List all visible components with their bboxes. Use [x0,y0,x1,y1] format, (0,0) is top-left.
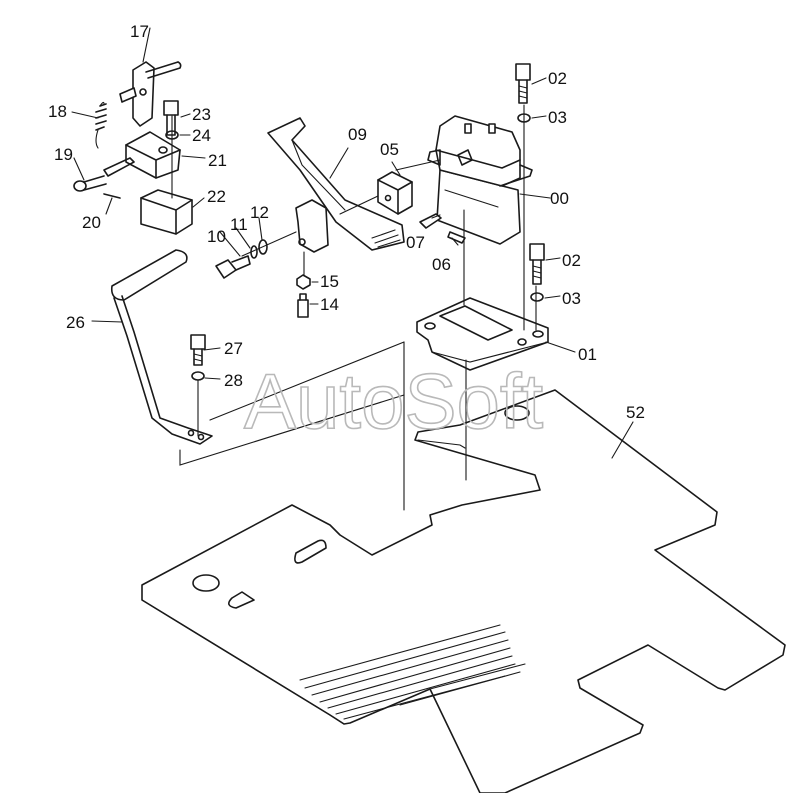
washer-03-lower [530,292,544,302]
label-28: 28 [224,371,243,390]
label-14: 14 [320,295,339,314]
label-01: 01 [578,345,597,364]
bolt-14 [297,293,309,318]
assembly-lines [71,27,634,511]
pin-06 [447,231,466,244]
label-27: 27 [224,339,243,358]
washer-28 [191,371,205,381]
watermark-text: AutoSoft [244,357,544,445]
label-09: 09 [348,125,367,144]
label-19: 19 [54,145,73,164]
bolt-02-lower [529,243,545,285]
brake-unit-00 [427,115,533,245]
label-10: 10 [207,227,226,246]
bolt-27 [190,334,206,366]
floor-plate-52 [141,389,786,793]
label-23: 23 [192,105,211,124]
bracket-21 [103,131,181,179]
nut-15 [296,274,311,290]
label-11: 11 [230,215,248,234]
bolt-23 [163,100,179,136]
label-03-upper: 03 [548,108,567,127]
label-06: 06 [432,255,451,274]
label-52: 52 [626,403,645,422]
label-02-lower: 02 [562,251,581,270]
label-22: 22 [207,187,226,206]
label-20: 20 [82,213,101,232]
label-00: 00 [550,189,569,208]
spring-18 [95,101,107,149]
bolt-10 [215,255,251,279]
label-18: 18 [48,102,67,121]
bolt-02-upper [515,63,531,104]
label-02-upper: 02 [548,69,567,88]
hand-lever-26 [110,249,213,445]
mount-plate-01 [416,297,549,371]
cotter-20 [103,193,121,199]
label-05: 05 [380,140,399,159]
label-21: 21 [208,151,227,170]
pin-07 [419,213,442,229]
washer-12 [258,239,268,255]
label-17: 17 [130,22,149,41]
lever-17 [119,61,182,127]
block-22 [140,189,193,235]
label-12: 12 [250,203,269,222]
brake-pedal-09 [267,117,405,253]
label-15: 15 [320,272,339,291]
label-26: 26 [66,313,85,332]
label-24: 24 [192,126,211,145]
part-labels: 17 18 19 20 23 24 21 22 10 11 12 09 05 0… [48,22,645,422]
block-05 [377,171,413,215]
label-03-lower: 03 [562,289,581,308]
pin-19 [73,175,107,192]
label-07: 07 [406,233,425,252]
